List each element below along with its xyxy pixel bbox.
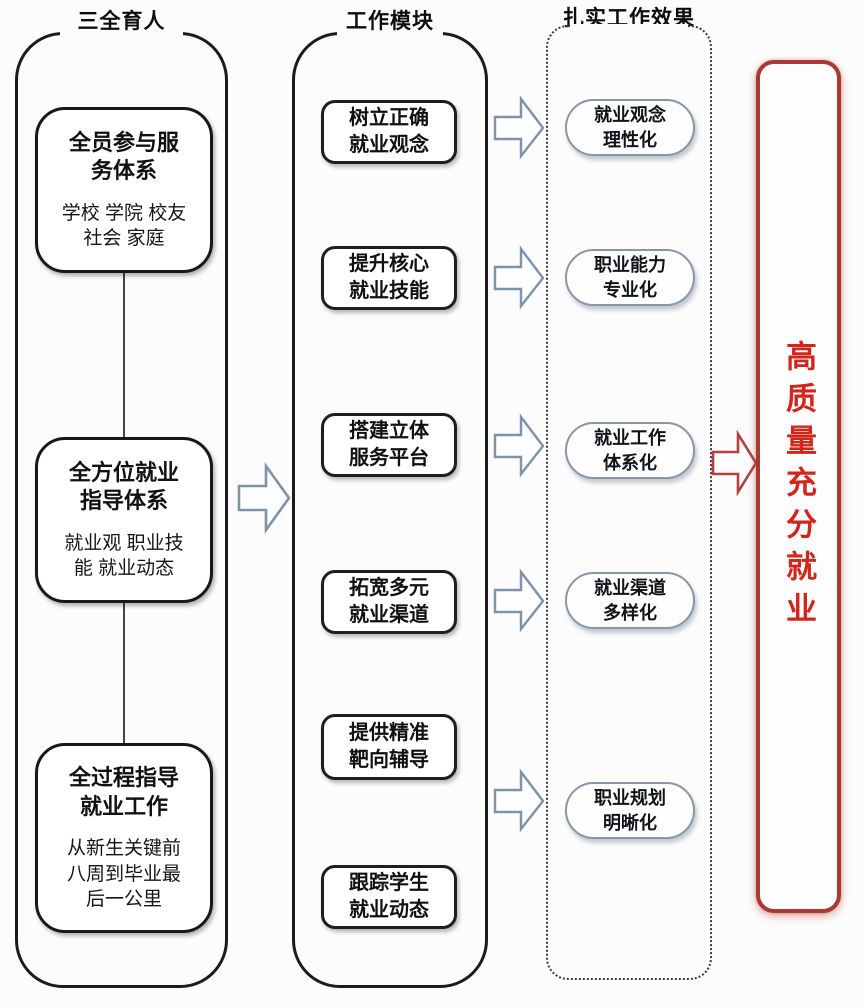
module-box-targeted-coaching: 提供精准 靶向辅导	[321, 714, 457, 780]
box-subtitle: 就业观 职业技 能 就业动态	[64, 533, 184, 580]
connector-line	[123, 603, 125, 745]
column-header-modules: 工作模块	[346, 10, 434, 33]
container-top-gap	[570, 24, 688, 30]
box-title: 全过程指导 就业工作	[68, 765, 179, 819]
flow-arrow-icon	[493, 768, 546, 838]
effect-pill-rational-outlook: 就业观念 理性化	[565, 99, 695, 156]
left-box-all-round-guidance: 全方位就业 指导体系 就业观 职业技 能 就业动态	[35, 437, 213, 603]
flow-arrow-icon	[237, 461, 292, 540]
connector-line	[123, 273, 125, 439]
left-box-whole-process: 全过程指导 就业工作 从新生关键前 八周到毕业最 后一公里	[35, 743, 213, 933]
module-box-core-skills: 提升核心 就业技能	[321, 246, 457, 310]
result-arrow-icon	[711, 429, 758, 501]
box-subtitle: 学校 学院 校友 社会 家庭	[61, 203, 187, 250]
right-column-container: 就业观念 理性化 职业能力 专业化 就业工作 体系化 就业渠道 多样化 职业规划…	[546, 24, 712, 980]
middle-column-container: 树立正确 就业观念 提升核心 就业技能 搭建立体 服务平台 拓宽多元 就业渠道 …	[292, 31, 488, 988]
module-box-diverse-channels: 拓宽多元 就业渠道	[321, 570, 457, 634]
flow-arrow-icon	[493, 245, 546, 315]
column-header-sanquan: 三全育人	[77, 10, 166, 33]
effect-pill-systematic-work: 就业工作 体系化	[565, 422, 695, 479]
effect-pill-clear-planning: 职业规划 明晰化	[565, 782, 695, 839]
container-top-gap	[60, 31, 183, 39]
flow-arrow-icon	[493, 568, 546, 638]
left-box-full-participation: 全员参与服 务体系 学校 学院 校友 社会 家庭	[35, 107, 213, 273]
module-box-track-students: 跟踪学生 就业动态	[321, 865, 457, 929]
result-box: 高质量充分就业	[756, 60, 841, 913]
box-title: 全员参与服 务体系	[68, 129, 179, 184]
result-label: 高质量充分就业	[781, 339, 816, 634]
flow-arrow-icon	[493, 413, 546, 483]
effect-pill-professional-ability: 职业能力 专业化	[565, 249, 695, 306]
container-top-gap	[337, 31, 443, 39]
left-column-container: 全员参与服 务体系 学校 学院 校友 社会 家庭 全方位就业 指导体系 就业观 …	[15, 31, 228, 988]
box-subtitle: 从新生关键前 八周到毕业最 后一公里	[66, 838, 181, 910]
flow-arrow-icon	[493, 95, 546, 165]
module-box-service-platform: 搭建立体 服务平台	[321, 413, 457, 477]
effect-pill-diverse-channels: 就业渠道 多样化	[565, 572, 695, 629]
module-box-correct-outlook: 树立正确 就业观念	[321, 100, 457, 164]
box-title: 全方位就业 指导体系	[68, 459, 179, 514]
